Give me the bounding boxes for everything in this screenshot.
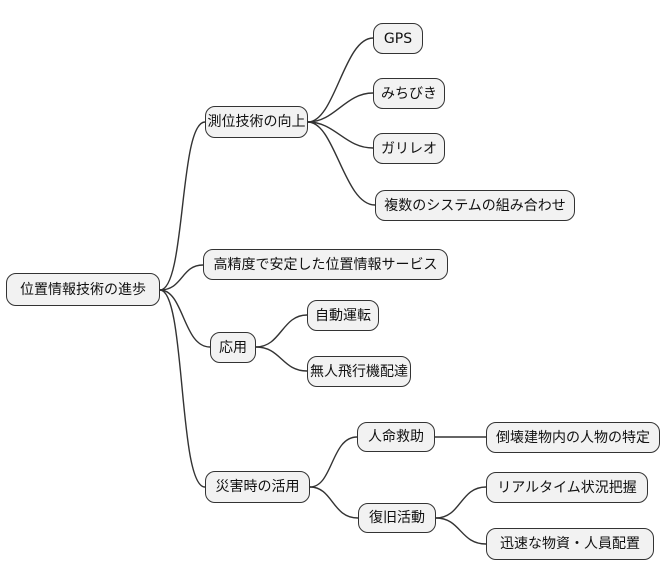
node-saigai: 災害時の活用 xyxy=(205,471,310,503)
node-service: 高精度で安定した位置情報サービス xyxy=(203,249,448,280)
node-ouyou: 応用 xyxy=(210,332,256,363)
connector-root-service xyxy=(159,264,204,291)
node-jinmei: 人命救助 xyxy=(357,422,435,452)
connector-saigai-fukkyuu xyxy=(309,486,359,519)
node-multi: 複数のシステムの組み合わせ xyxy=(375,190,575,221)
connector-fukkyuu-jinsoku xyxy=(435,517,487,545)
node-root: 位置情報技術の進歩 xyxy=(6,273,160,306)
node-toukai: 倒壊建物内の人物の特定 xyxy=(486,422,660,453)
node-gps: GPS xyxy=(373,23,423,54)
connector-sokui-galileo xyxy=(307,121,374,149)
node-jinsoku: 迅速な物資・人員配置 xyxy=(486,528,654,560)
connector-root-ouyou xyxy=(159,289,211,348)
connector-sokui-multi xyxy=(307,121,376,206)
connector-ouyou-mujin xyxy=(255,346,308,372)
node-realtime: リアルタイム状況把握 xyxy=(486,472,648,503)
connector-saigai-jinmei xyxy=(309,436,358,488)
connector-root-saigai xyxy=(159,289,206,488)
connector-sokui-michibiki xyxy=(307,92,374,123)
node-fukkyuu: 復旧活動 xyxy=(358,503,436,533)
node-galileo: ガリレオ xyxy=(373,133,445,164)
connector-root-sokui xyxy=(159,121,206,291)
connector-ouyou-jidou xyxy=(255,314,308,348)
node-mujin: 無人飛行機配達 xyxy=(307,356,411,387)
connector-sokui-gps xyxy=(307,37,374,123)
node-michibiki: みちびき xyxy=(373,78,445,109)
node-jidou: 自動運転 xyxy=(307,300,379,331)
connector-fukkyuu-realtime xyxy=(435,486,487,519)
node-sokui: 測位技術の向上 xyxy=(205,106,308,138)
